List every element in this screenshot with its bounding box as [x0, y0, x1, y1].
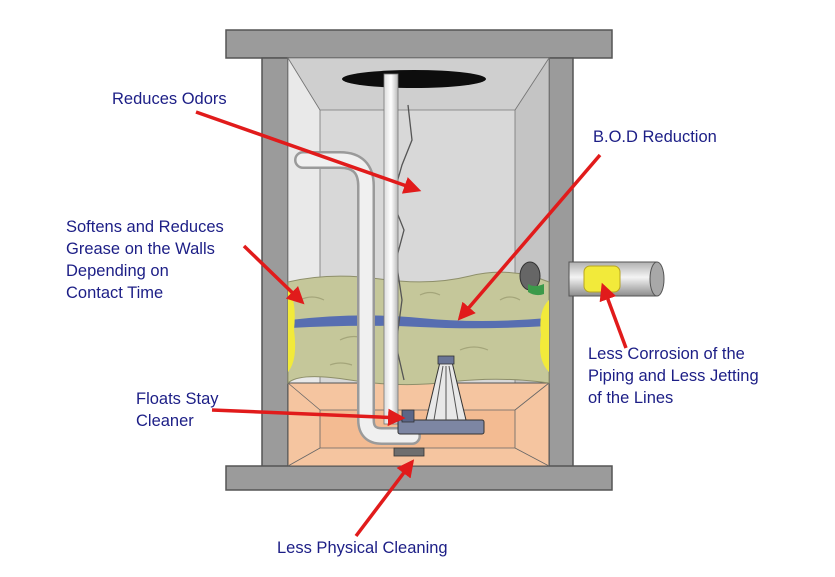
sludge-edge-right-bottom — [514, 447, 550, 467]
water-line — [290, 315, 548, 329]
arrow-softens-grease — [242, 244, 305, 305]
label-less-cleaning-text: Less Physical Cleaning — [277, 539, 448, 557]
pump-foot — [393, 447, 425, 457]
label-less-cleaning: Less Physical Cleaning — [277, 537, 448, 559]
label-corrosion-line-3: of the Lines — [588, 389, 674, 407]
label-corrosion-line-2: Piping and Less Jetting — [588, 367, 759, 385]
bottom-slab — [225, 465, 613, 491]
label-less-corrosion: Less Corrosion of the Piping and Less Je… — [588, 343, 759, 409]
pump-cap — [437, 355, 455, 365]
arrow-floats-cleaner — [211, 408, 406, 427]
label-softens-line-2: Grease on the Walls — [66, 240, 215, 258]
label-softens-grease: Softens and Reduces Grease on the Walls … — [66, 216, 224, 304]
label-softens-line-3: Depending on — [66, 262, 169, 280]
label-bod-reduction: B.O.D Reduction — [593, 126, 717, 148]
inlet-pipe-grease — [528, 284, 544, 296]
label-corrosion-line-1: Less Corrosion of the — [588, 345, 745, 363]
grease-texture — [299, 291, 521, 366]
top-slab — [225, 29, 613, 59]
label-floats-line-1: Floats Stay — [136, 390, 219, 408]
label-reduces-odors-text: Reduces Odors — [112, 90, 227, 108]
grease-layer — [287, 271, 550, 386]
arrow-less-corrosion — [599, 282, 628, 349]
float-switch — [401, 409, 415, 423]
sludge-edge-left-bottom — [287, 447, 321, 467]
label-floats-cleaner: Floats Stay Cleaner — [136, 388, 219, 432]
label-bod-reduction-text: B.O.D Reduction — [593, 128, 717, 146]
discharge-pipe-highlight — [296, 153, 419, 443]
arrow-less-cleaning — [354, 459, 415, 538]
left-wall-grease — [288, 290, 296, 372]
sludge-edge-left-top — [287, 382, 321, 411]
label-floats-line-2: Cleaner — [136, 412, 194, 430]
external-pipe-end — [649, 261, 665, 297]
sludge-edge-right-top — [514, 382, 550, 411]
pump-cone-ribs — [433, 365, 459, 421]
arrow-reduces-odors — [195, 110, 422, 194]
float-rod — [383, 73, 399, 425]
label-softens-line-1: Softens and Reduces — [66, 218, 224, 236]
arrow-bod-reduction — [457, 153, 602, 321]
label-softens-line-4: Contact Time — [66, 284, 164, 302]
label-reduces-odors: Reduces Odors — [112, 88, 227, 110]
right-wall-grease — [540, 300, 549, 372]
manhole-opening — [342, 70, 486, 88]
